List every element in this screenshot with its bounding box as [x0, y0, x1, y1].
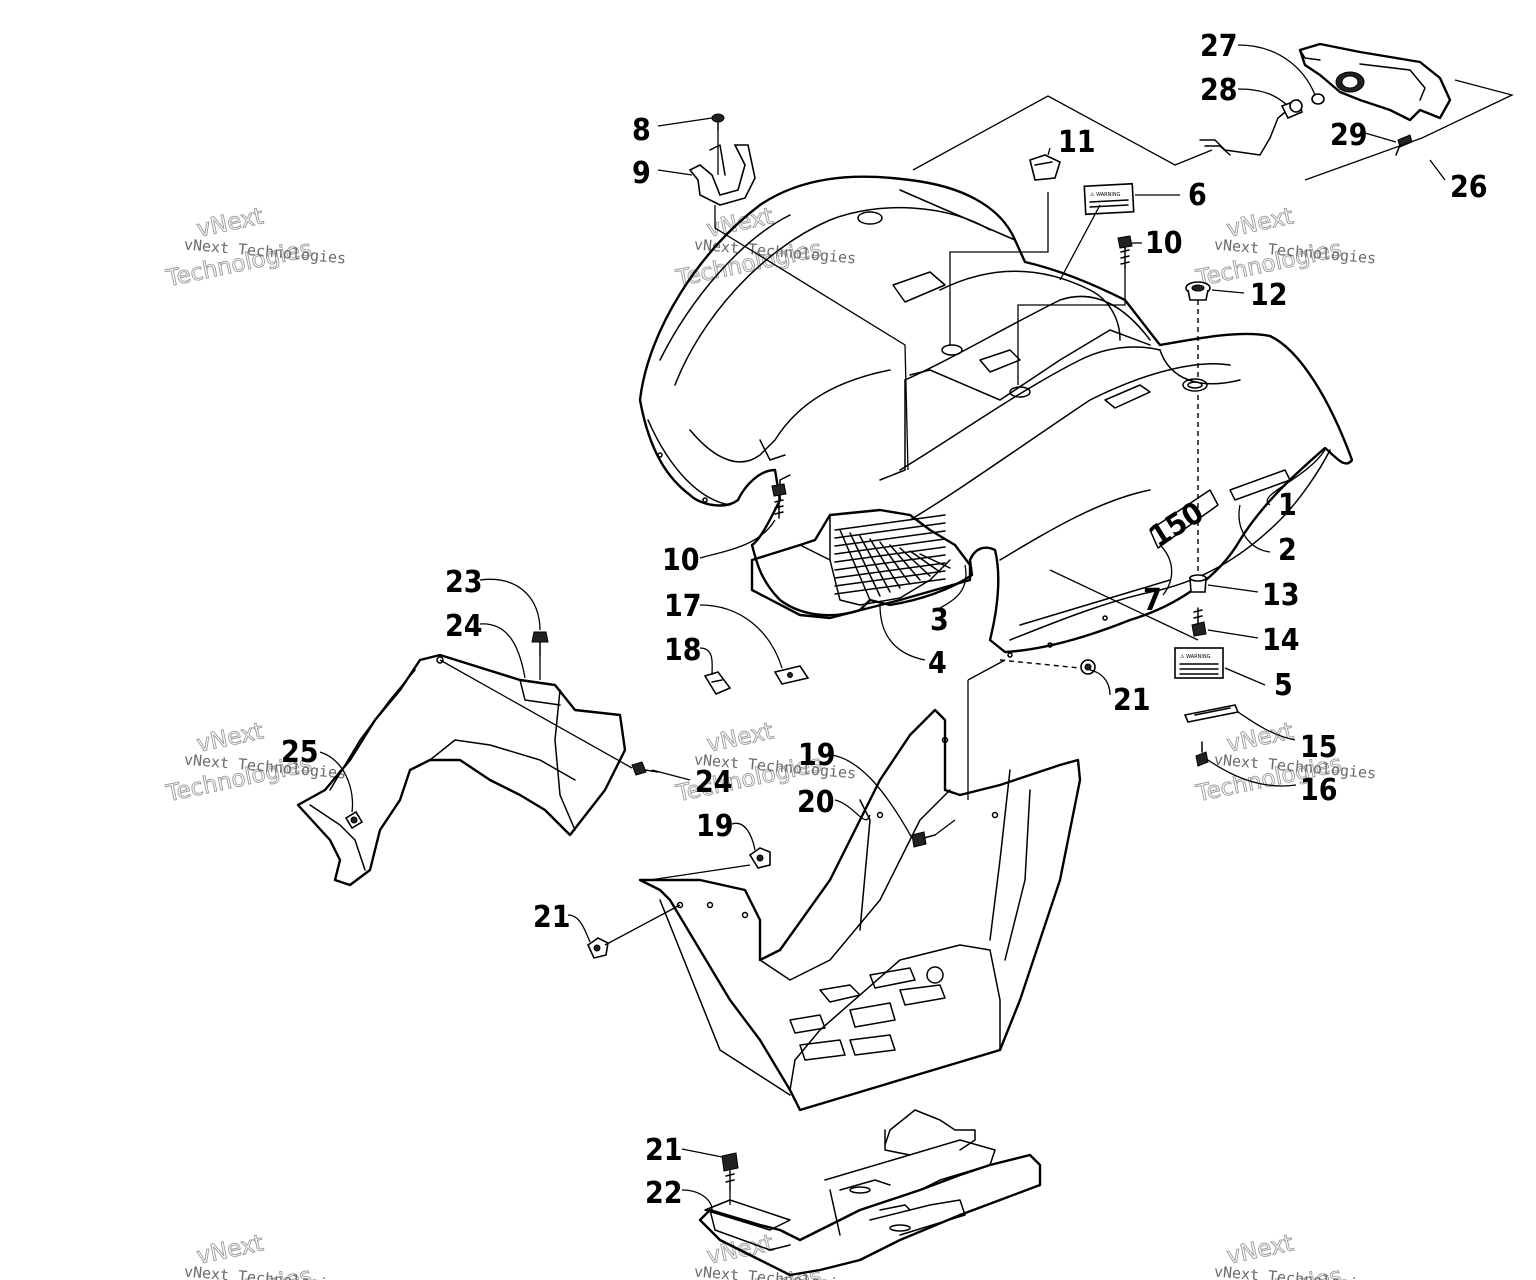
- callout-number: 22: [645, 1176, 683, 1211]
- callout-leader: [1047, 147, 1051, 156]
- callout-leader: [1266, 449, 1326, 506]
- watermark-text: vNext Technologies: [693, 1262, 857, 1280]
- callout-number: 7: [1143, 583, 1162, 618]
- callout-leader: [479, 578, 541, 631]
- callout-number: 6: [1188, 178, 1207, 213]
- callout-leader: [657, 117, 713, 127]
- callout-leader: [939, 564, 967, 609]
- callout-number: 9: [632, 156, 651, 191]
- callout-number: 10: [662, 543, 700, 578]
- svg-text:⚠ WARNING: ⚠ WARNING: [1090, 192, 1121, 198]
- callout-number: 21: [533, 900, 571, 935]
- svg-text:⚠ WARNING: ⚠ WARNING: [1180, 654, 1211, 660]
- callout-leader: [1237, 711, 1296, 741]
- callout-number: 26: [1450, 170, 1488, 205]
- callout-leader: [1207, 584, 1259, 593]
- callout-leader: [1089, 669, 1111, 696]
- callout-number: 25: [281, 735, 319, 770]
- callout-number: 18: [664, 633, 702, 668]
- callout-number: 16: [1300, 773, 1338, 808]
- callout-leader: [657, 169, 693, 176]
- callout-number: 28: [1200, 73, 1238, 108]
- callout-leader: [479, 623, 526, 679]
- callout-number: 19: [696, 809, 734, 844]
- callout-number: 20: [797, 785, 835, 820]
- leader-lines: [439, 79, 1514, 1205]
- callout-number: 4: [928, 646, 947, 681]
- decal-150-text: 150: [1144, 495, 1210, 555]
- callout-number: 19: [798, 738, 836, 773]
- callout-leader: [681, 1148, 723, 1158]
- callout-leader: [879, 604, 926, 661]
- callout-number: 3: [930, 603, 949, 638]
- callout-leader: [699, 604, 783, 669]
- callout-number: 24: [695, 765, 733, 800]
- rear-rack: [698, 1109, 1042, 1277]
- callout-number: 11: [1058, 125, 1096, 160]
- callout-number: 12: [1250, 278, 1288, 313]
- callout-leader: [1207, 759, 1297, 787]
- callout-number: 10: [1145, 226, 1183, 261]
- callout-leader: [834, 799, 871, 821]
- callout-leader: [1237, 88, 1287, 105]
- callout-number: 8: [632, 113, 651, 148]
- callout-leader: [1429, 159, 1446, 181]
- storage-tray: [750, 508, 972, 620]
- callout-number: 23: [445, 565, 483, 600]
- callout-leader: [831, 754, 913, 839]
- callout-leader: [1364, 132, 1397, 143]
- callout-leader: [699, 519, 776, 559]
- callout-number: 21: [1113, 683, 1151, 718]
- watermark-text: vNext Technologies: [183, 1262, 347, 1280]
- callout-number: 15: [1300, 730, 1338, 765]
- callout-number: 13: [1262, 578, 1300, 613]
- callout-leader: [651, 769, 691, 781]
- callout-leader: [681, 1189, 713, 1211]
- footwell-panel: [638, 708, 1082, 1112]
- callout-leader: [1159, 544, 1173, 596]
- callout-number: 27: [1200, 29, 1238, 64]
- callout-leader: [567, 914, 591, 943]
- hardware: ⚠ WARNING ⚠ WARNING: [344, 113, 1240, 1231]
- callout-leader: [731, 822, 756, 851]
- callout-number: 2: [1278, 533, 1297, 568]
- watermark-text: vNext Technologies: [1213, 1262, 1377, 1280]
- callout-leader: [319, 751, 354, 813]
- callout-leader: [1211, 289, 1245, 294]
- callout-leader: [1237, 44, 1316, 96]
- callout-leader: [699, 647, 713, 676]
- callout-number: 1: [1278, 488, 1297, 523]
- callout-number: 29: [1330, 118, 1368, 153]
- callout-number: 14: [1262, 623, 1300, 658]
- side-panel: [296, 653, 627, 887]
- callout-leader: [1224, 667, 1266, 686]
- callout-number: 21: [645, 1133, 683, 1168]
- callout-number: 17: [664, 589, 702, 624]
- callout-number: 24: [445, 609, 483, 644]
- callout-layer: 1234567891010111213141516171819192021212…: [281, 29, 1488, 1211]
- callout-leader: [1207, 629, 1259, 639]
- callout-number: 5: [1274, 668, 1293, 703]
- callout-leader: [1238, 504, 1271, 553]
